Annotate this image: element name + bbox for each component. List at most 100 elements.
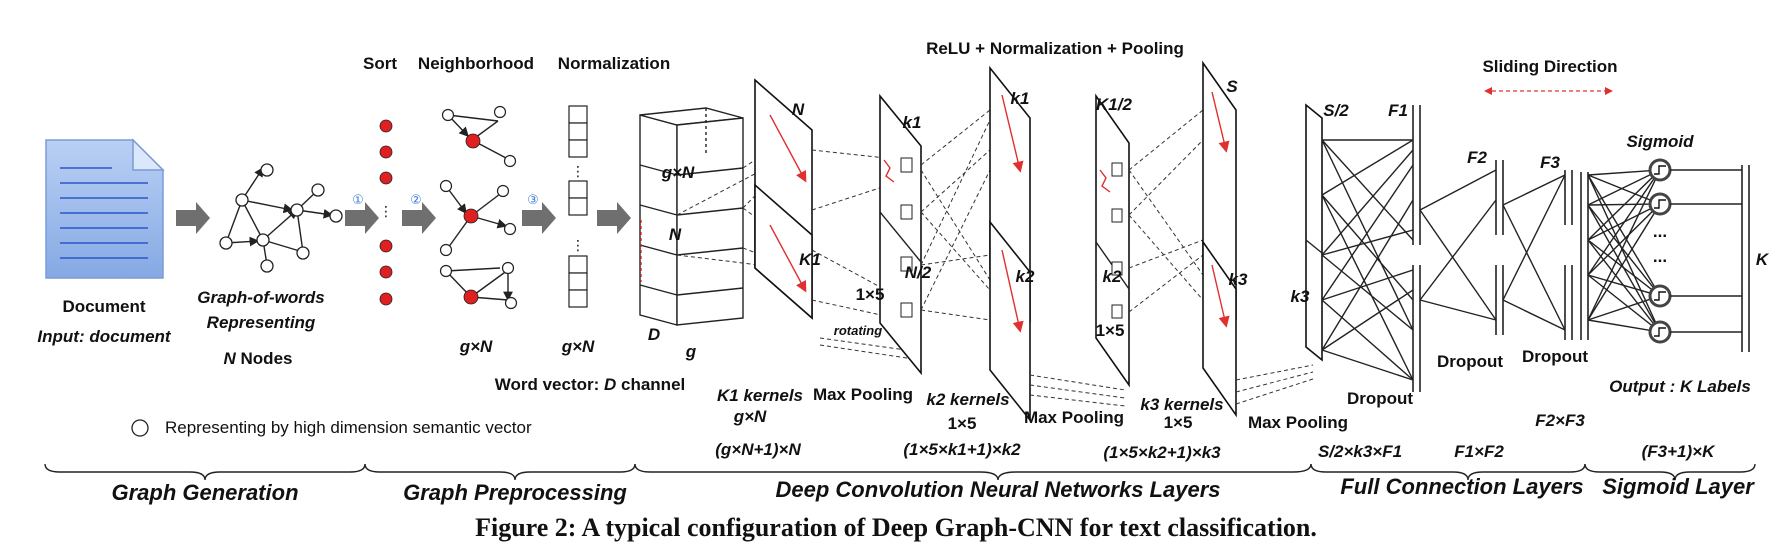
neighborhood-gxN: g×N: [459, 337, 493, 356]
conv1-K1: K1: [799, 250, 821, 269]
conv1-N: N: [792, 100, 805, 119]
graph-title-line2: Representing: [207, 313, 316, 332]
conv3-k3: k3: [1229, 270, 1248, 289]
param-1: (g×N+1)×N: [715, 440, 801, 459]
k1-gxN-label: g×N: [733, 407, 767, 426]
conv2-feature-maps: [989, 65, 1031, 423]
cube-gxN: g×N: [661, 163, 695, 182]
conv3-lines: [1128, 109, 1204, 313]
sigmoid-connections: [1587, 169, 1661, 333]
param-6: F2×F3: [1535, 411, 1585, 430]
sorted-nodes: [379, 119, 393, 306]
section-dcnn: Deep Convolution Neural Networks Layers: [776, 477, 1221, 502]
output-layer: [1741, 165, 1750, 352]
pool1-N-half: N/2: [905, 263, 932, 282]
pool3-vector: [1305, 103, 1323, 362]
graph-nodes-label: N Nodes: [224, 349, 293, 368]
section-sigmoid: Sigmoid Layer: [1602, 474, 1755, 499]
conv3-S: S: [1226, 77, 1238, 96]
max-pooling-label-3: Max Pooling: [1248, 413, 1348, 432]
input-tensor-cube: [639, 107, 744, 326]
rotating-label: rotating: [834, 323, 882, 338]
k2-kernels-label: k2 kernels: [926, 390, 1009, 409]
cube-g: g: [685, 342, 697, 361]
max-pooling-label-2: Max Pooling: [1024, 408, 1124, 427]
conv2-k2: k2: [1016, 267, 1035, 286]
conv1-kernel-size: 1×5: [856, 285, 885, 304]
dropout-label-2: Dropout: [1522, 347, 1588, 366]
k2-kernel-size: 1×5: [948, 414, 977, 433]
conv2-lines: [920, 109, 991, 321]
legend-circle-icon: [131, 419, 149, 437]
input-label: Input: document: [37, 327, 171, 346]
legend-text: Representing by high dimension semantic …: [165, 418, 532, 437]
pool1-feature-maps: [879, 93, 922, 376]
k3-kernel-size: 1×5: [1164, 413, 1193, 432]
sliding-direction-label: Sliding Direction: [1482, 57, 1617, 76]
step-1-marker: ①: [352, 193, 364, 208]
fc-S-half: S/2: [1323, 101, 1349, 120]
sigmoid-dots-b: ...: [1653, 247, 1667, 266]
f3-layer: [1564, 170, 1573, 340]
ellipsis-icon: ⋮: [571, 238, 585, 254]
word-vector-label: Word vector: D channel: [495, 375, 686, 394]
conv3-feature-maps: [1202, 60, 1237, 418]
ellipsis-icon: ⋮: [571, 164, 585, 180]
arrow-icon: [176, 202, 631, 234]
step-3-marker: ③: [527, 193, 539, 208]
section-full-connection: Full Connection Layers: [1340, 474, 1583, 499]
sigmoid-input-bars: [1580, 172, 1589, 340]
param-5: F1×F2: [1454, 442, 1504, 461]
section-graph-preprocessing: Graph Preprocessing: [403, 480, 627, 505]
pooling-lines: [1029, 374, 1126, 407]
output-labels: Output : K Labels: [1609, 377, 1751, 396]
normalization-label: Normalization: [558, 54, 670, 73]
fc2-connections: [1419, 169, 1497, 321]
param-7: (F3+1)×K: [1642, 442, 1716, 461]
graph-of-words: [219, 163, 343, 273]
dropout-label-1: Dropout: [1437, 352, 1503, 371]
word-vector-gxN: g×N: [561, 337, 595, 356]
word-vector-column: [568, 105, 588, 308]
fc1-connections: [1321, 139, 1414, 381]
section-braces: [44, 463, 1756, 481]
pool2-K1-half: K1/2: [1096, 95, 1132, 114]
section-graph-generation: Graph Generation: [111, 480, 298, 505]
output-K: K: [1756, 250, 1770, 269]
fc3-connections: [1502, 174, 1566, 331]
max-pooling-label-1: Max Pooling: [813, 385, 913, 404]
param-3: (1×5×k2+1)×k3: [1103, 443, 1221, 462]
pooling-lines: [1235, 364, 1314, 405]
sort-label: Sort: [363, 54, 397, 73]
ellipsis-icon: ⋮: [379, 204, 393, 220]
dropout-label-3: Dropout: [1347, 389, 1413, 408]
neighborhood-label: Neighborhood: [418, 54, 534, 73]
conv2-kernel-size: 1×5: [1096, 321, 1125, 340]
fc-F3: F3: [1540, 153, 1560, 172]
document-label: Document: [62, 297, 145, 316]
f1-layer: [1412, 105, 1421, 392]
graph-title-line1: Graph-of-words: [197, 288, 325, 307]
pool2-k2: k2: [1103, 267, 1122, 286]
k1-kernels-label: K1 kernels: [717, 386, 803, 405]
pool1-k1: k1: [903, 113, 922, 132]
relu-header: ReLU + Normalization + Pooling: [926, 39, 1184, 58]
pool2-feature-maps: [1095, 93, 1130, 388]
fc-k3: k3: [1291, 287, 1310, 306]
param-4: S/2×k3×F1: [1318, 442, 1402, 461]
k3-kernels-label: k3 kernels: [1140, 395, 1223, 414]
output-connections: [1670, 169, 1742, 333]
conv2-k1: k1: [1011, 89, 1030, 108]
f2-layer: [1495, 160, 1504, 335]
document-icon: [45, 138, 165, 279]
param-2: (1×5×k1+1)×k2: [903, 440, 1021, 459]
figure-caption: Figure 2: A typical configuration of Dee…: [475, 513, 1317, 542]
sigmoid-dots-a: ...: [1653, 222, 1667, 241]
conv1-feature-maps: [754, 78, 813, 320]
neighborhood-graphs: [439, 105, 518, 310]
sigmoid-label: Sigmoid: [1626, 132, 1694, 151]
fc-F2: F2: [1467, 148, 1487, 167]
cube-N: N: [669, 225, 682, 244]
cube-D: D: [648, 325, 660, 344]
